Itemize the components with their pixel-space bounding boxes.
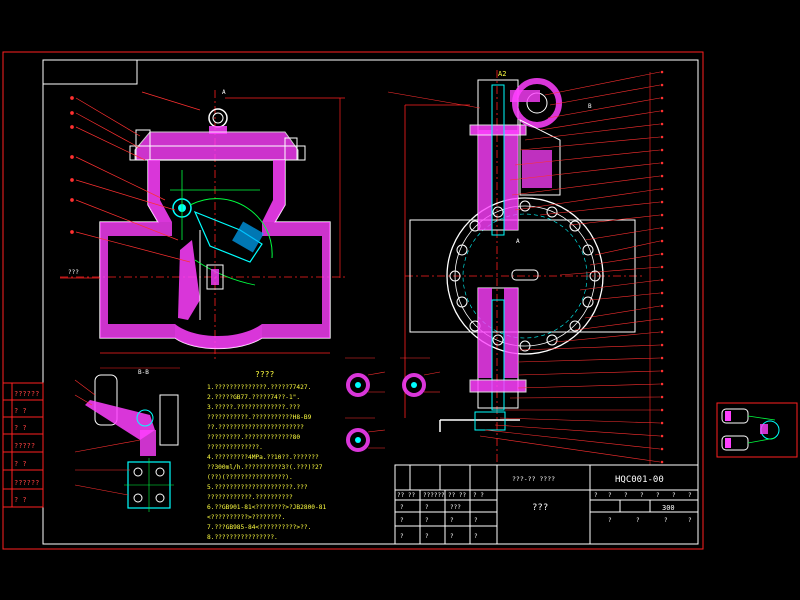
title-header: ?? ?? <box>448 492 466 499</box>
note-line: 2.?????GB77.?????74??-1". <box>207 394 300 401</box>
title-cell: ? <box>425 533 429 540</box>
valve-side-section: A A2 B <box>404 70 645 468</box>
left-revision-table: ?????? ? ? ? ? ????? ? ? ?????? ? ? <box>2 382 44 508</box>
note-line: ???????????.???????????H8-B9 <box>207 414 312 421</box>
notes-title: ???? <box>255 370 274 379</box>
note-line: ??.??????????????????????? <box>207 424 304 431</box>
left-table-cell: ????? <box>14 442 35 450</box>
note-line: 8.????????????????. <box>207 534 278 541</box>
view-a-top: A <box>222 89 226 96</box>
outer-frame <box>2 51 704 550</box>
technical-notes: ???? 1.??????????????.?????77427. 2.????… <box>207 370 326 541</box>
title-block: ???-?? ???? HQC001-00 ??? 300 ?? ?? ????… <box>394 464 699 545</box>
title-cell: ? <box>640 492 644 499</box>
thumbnail-view <box>716 402 798 458</box>
title-part: ??? <box>532 503 548 513</box>
left-table-cell: ?????? <box>14 390 39 398</box>
title-cell: ? <box>400 504 404 511</box>
note-line: 4.?????????4MPa.??10??.??????? <box>207 454 319 461</box>
title-cell: ? <box>688 492 692 499</box>
title-cell: ? <box>608 517 612 524</box>
title-cell: ? <box>608 492 612 499</box>
left-table-cell: ? ? <box>14 407 27 415</box>
title-cell: ? <box>636 517 640 524</box>
a2-label: A2 <box>498 70 506 78</box>
title-cell: ? <box>656 492 660 499</box>
title-cell: ? <box>400 533 404 540</box>
right-ref-label: B <box>588 103 592 110</box>
title-cell: ? <box>425 504 429 511</box>
title-header: ?? ?? <box>397 492 415 499</box>
corner-box <box>42 59 138 85</box>
note-line: (??)(????????????????). <box>207 474 293 481</box>
left-view-leaders <box>70 91 201 263</box>
title-cell: ? <box>624 492 628 499</box>
title-company: ???-?? ???? <box>512 475 555 483</box>
note-line: ????????????.?????????? <box>207 494 293 501</box>
note-line: ??300ml/h.??????????3?(.???)?27 <box>207 464 323 471</box>
title-header: ?????? <box>423 492 445 499</box>
note-line: ?????????.?????????????80 <box>207 434 300 441</box>
valve-body-section: A ??? <box>60 89 345 360</box>
detail-views: B-B <box>74 357 441 512</box>
title-cell: ? <box>400 517 404 524</box>
view-a-right: A <box>516 238 520 245</box>
title-scale: 300 <box>662 504 675 512</box>
title-cell: ? <box>450 533 454 540</box>
dn-label: ??? <box>68 269 79 276</box>
title-cell: ? <box>664 517 668 524</box>
title-mid-note: ??? <box>450 504 461 511</box>
right-balloon-marks <box>660 70 664 464</box>
title-cell: ? <box>474 533 478 540</box>
title-cell: ? <box>672 492 676 499</box>
note-line: 3.?????.?????????????.??? <box>207 404 300 411</box>
left-table-cell: ? ? <box>14 460 27 468</box>
note-line: <??????????>????????. <box>207 514 285 521</box>
right-view-leaders <box>387 71 661 463</box>
title-drawing-no: HQC001-00 <box>615 475 664 485</box>
left-table-cell: ? ? <box>14 496 27 504</box>
title-cell: ? <box>688 517 692 524</box>
note-line: 1.??????????????.?????77427. <box>207 384 311 391</box>
note-line: ??????????????. <box>207 444 263 451</box>
title-header: ? ? <box>473 492 484 499</box>
inner-border <box>42 59 699 545</box>
section-bb-label: B-B <box>138 369 149 376</box>
left-table-cell: ? ? <box>14 424 27 432</box>
note-line: 7.???GB985-84<??????????>??. <box>207 524 311 531</box>
note-line: 6.??GB901-81<????????>?JB2800-81 <box>207 504 326 511</box>
title-cell: ? <box>450 517 454 524</box>
note-line: 5.?????????????????????.??? <box>207 484 308 491</box>
title-cell: ? <box>594 492 598 499</box>
title-cell: ? <box>425 517 429 524</box>
left-table-cell: ?????? <box>14 479 39 487</box>
title-cell: ? <box>474 517 478 524</box>
